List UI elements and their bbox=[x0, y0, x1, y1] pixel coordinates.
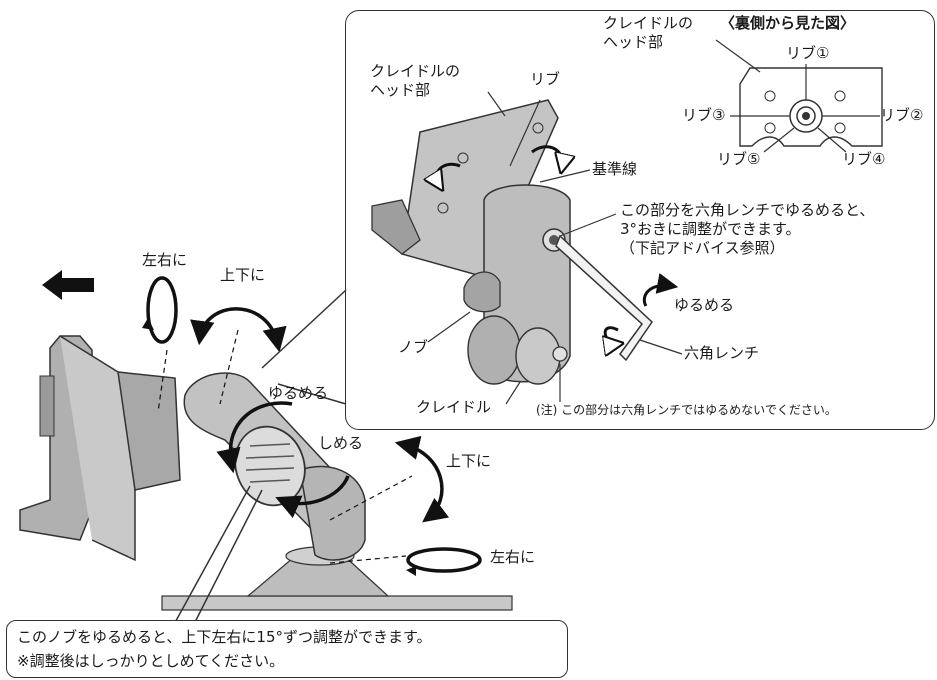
inset-head-label: クレイドルの ヘッド部 bbox=[370, 62, 461, 99]
inset-frame bbox=[345, 10, 935, 430]
back-view-drawing bbox=[715, 39, 883, 153]
left-right-top-label: 左右に bbox=[142, 251, 188, 269]
rib-1-label: リブ① bbox=[786, 44, 830, 62]
callout-line-2: ※調整後はしっかりとしめてください。 bbox=[17, 652, 285, 670]
up-down-right-label: 上下に bbox=[446, 452, 492, 470]
callout-line-1: このノブをゆるめると、上下左右に15°ずつ調整ができます。 bbox=[17, 628, 432, 646]
rotate-left-right-arrow-icon bbox=[146, 276, 178, 344]
rib-3-label: リブ③ bbox=[682, 106, 726, 124]
rib-2-label: リブ② bbox=[880, 106, 924, 124]
cradle-label: クレイドル bbox=[416, 398, 492, 416]
direction-arrow-icon bbox=[42, 270, 94, 300]
hex-note-label: この部分を六角レンチでゆるめると、 3°おきに調整ができます。 （下記アドバイス… bbox=[620, 201, 875, 257]
knob-label: ノブ bbox=[398, 338, 429, 356]
left-right-bottom-label: 左右に bbox=[490, 548, 536, 566]
inset-knob-shape bbox=[463, 271, 501, 313]
rotate-left-right-bottom-arrow-icon bbox=[406, 547, 482, 573]
loosen-arrow-icon bbox=[642, 273, 679, 307]
rotate-up-down-right-arrow-icon bbox=[394, 435, 450, 523]
main-mount-drawing bbox=[19, 270, 513, 629]
hex-wrench-label: 六角レンチ bbox=[684, 344, 760, 362]
back-view-head-label: クレイドルの ヘッド部 bbox=[603, 14, 694, 51]
loosen-main-label: ゆるめる bbox=[268, 384, 329, 402]
rib-4-label: リブ④ bbox=[842, 150, 886, 168]
tighten-loosen-arrow-icon bbox=[216, 401, 293, 474]
adjustment-callout: このノブをゆるめると、上下左右に15°ずつ調整ができます。 ※調整後はしっかりと… bbox=[6, 620, 568, 678]
lower-arm bbox=[299, 465, 366, 561]
loosen-inset-label: ゆるめる bbox=[674, 296, 735, 314]
rib-5-label: リブ⑤ bbox=[717, 150, 761, 168]
inset-rib-label: リブ bbox=[530, 70, 561, 88]
caution-note: (注) この部分は六角レンチではゆるめないでください。 bbox=[536, 403, 837, 417]
reference-line-label: 基準線 bbox=[592, 160, 638, 178]
back-view-title: 〈裏側から見た図〉 bbox=[720, 14, 856, 32]
tighten-label: しめる bbox=[318, 434, 364, 452]
up-down-top-label: 上下に bbox=[220, 266, 266, 284]
base-plate bbox=[161, 595, 513, 611]
rotate-up-down-arrow-icon bbox=[190, 307, 287, 353]
inset-drawing bbox=[371, 91, 683, 405]
